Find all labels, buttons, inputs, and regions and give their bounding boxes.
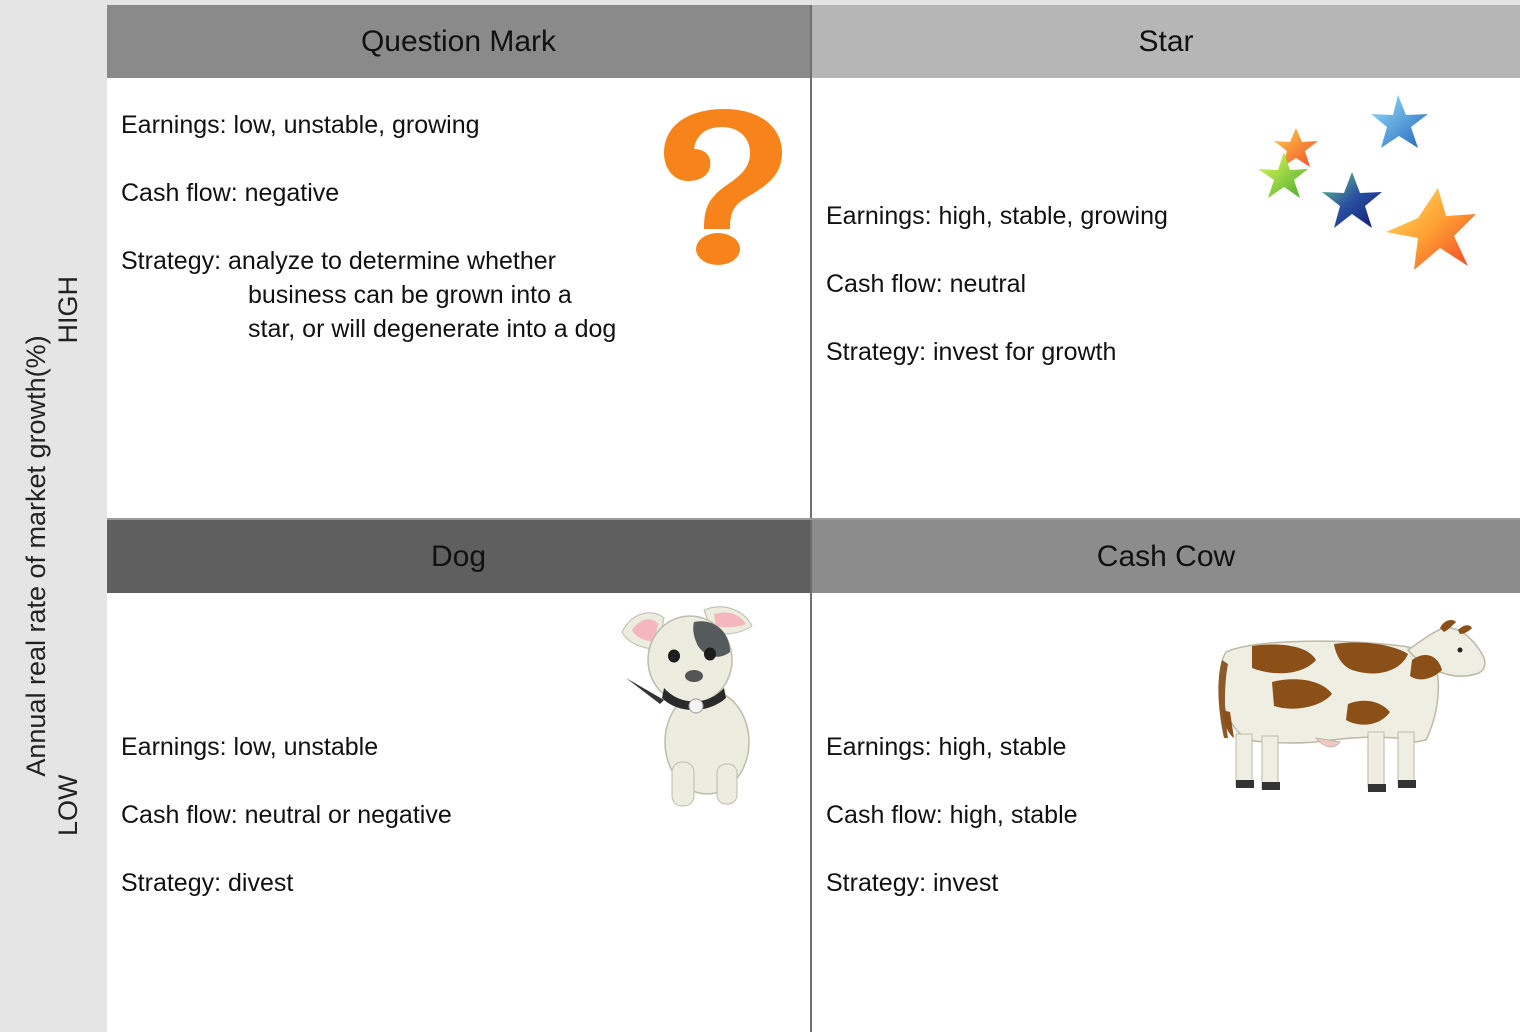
y-axis-title: Annual real rate of market growth(%)	[21, 335, 51, 777]
dog-strategy: Strategy: divest	[121, 869, 294, 897]
horizontal-divider	[107, 518, 1520, 520]
question-mark-cash-flow: Cash flow: negative	[121, 179, 340, 207]
cow-icon	[1218, 620, 1486, 792]
cash-cow-quadrant: Cash Cow Earnings: high, stable Cash flo…	[812, 520, 1520, 1032]
y-axis-label-group: Annual real rate of market growth(%) LOW…	[20, 276, 84, 836]
cash-cow-cash-flow: Cash flow: high, stable	[826, 801, 1078, 829]
cash-cow-header: Cash Cow	[812, 520, 1520, 593]
question-mark-quadrant: Question Mark Earnings: low, unstable, g…	[107, 5, 810, 519]
star-earnings: Earnings: high, stable, growing	[826, 202, 1168, 230]
dog-header: Dog	[107, 520, 810, 593]
question-mark-header: Question Mark	[107, 5, 810, 78]
star-details: Earnings: high, stable, growing Cash flo…	[826, 199, 1168, 369]
y-axis-low-label: LOW	[53, 774, 83, 836]
star-quadrant: Star Earnings: high, stable, growing Cas…	[812, 5, 1520, 519]
y-axis-high-label: HIGH	[53, 276, 83, 344]
stars-icon	[1258, 95, 1476, 270]
question-mark-details: Earnings: low, unstable, growing Cash fl…	[121, 108, 616, 346]
y-axis-scale: LOW HIGH	[52, 276, 84, 836]
cash-cow-strategy: Strategy: invest	[826, 869, 999, 897]
dog-quadrant: Dog Earnings: low, unstable Cash flow: n…	[107, 520, 810, 1032]
question-mark-icon	[664, 109, 782, 265]
dog-cash-flow: Cash flow: neutral or negative	[121, 801, 452, 829]
star-header: Star	[812, 5, 1520, 78]
cash-cow-details: Earnings: high, stable Cash flow: high, …	[826, 730, 1078, 900]
question-mark-strategy-line-2: business can be grown into a	[248, 281, 572, 309]
star-cash-flow: Cash flow: neutral	[826, 270, 1027, 298]
dog-details: Earnings: low, unstable Cash flow: neutr…	[121, 730, 452, 900]
question-mark-strategy-line-3: star, or will degenerate into a dog	[248, 315, 617, 343]
star-strategy: Strategy: invest for growth	[826, 338, 1117, 366]
dog-earnings: Earnings: low, unstable	[121, 733, 379, 761]
y-axis-panel: Annual real rate of market growth(%) LOW…	[0, 0, 105, 1032]
question-mark-strategy-line-1: Strategy: analyze to determine whether	[121, 247, 556, 275]
cash-cow-earnings: Earnings: high, stable	[826, 733, 1067, 761]
question-mark-earnings: Earnings: low, unstable, growing	[121, 111, 480, 139]
dog-icon	[621, 606, 753, 807]
